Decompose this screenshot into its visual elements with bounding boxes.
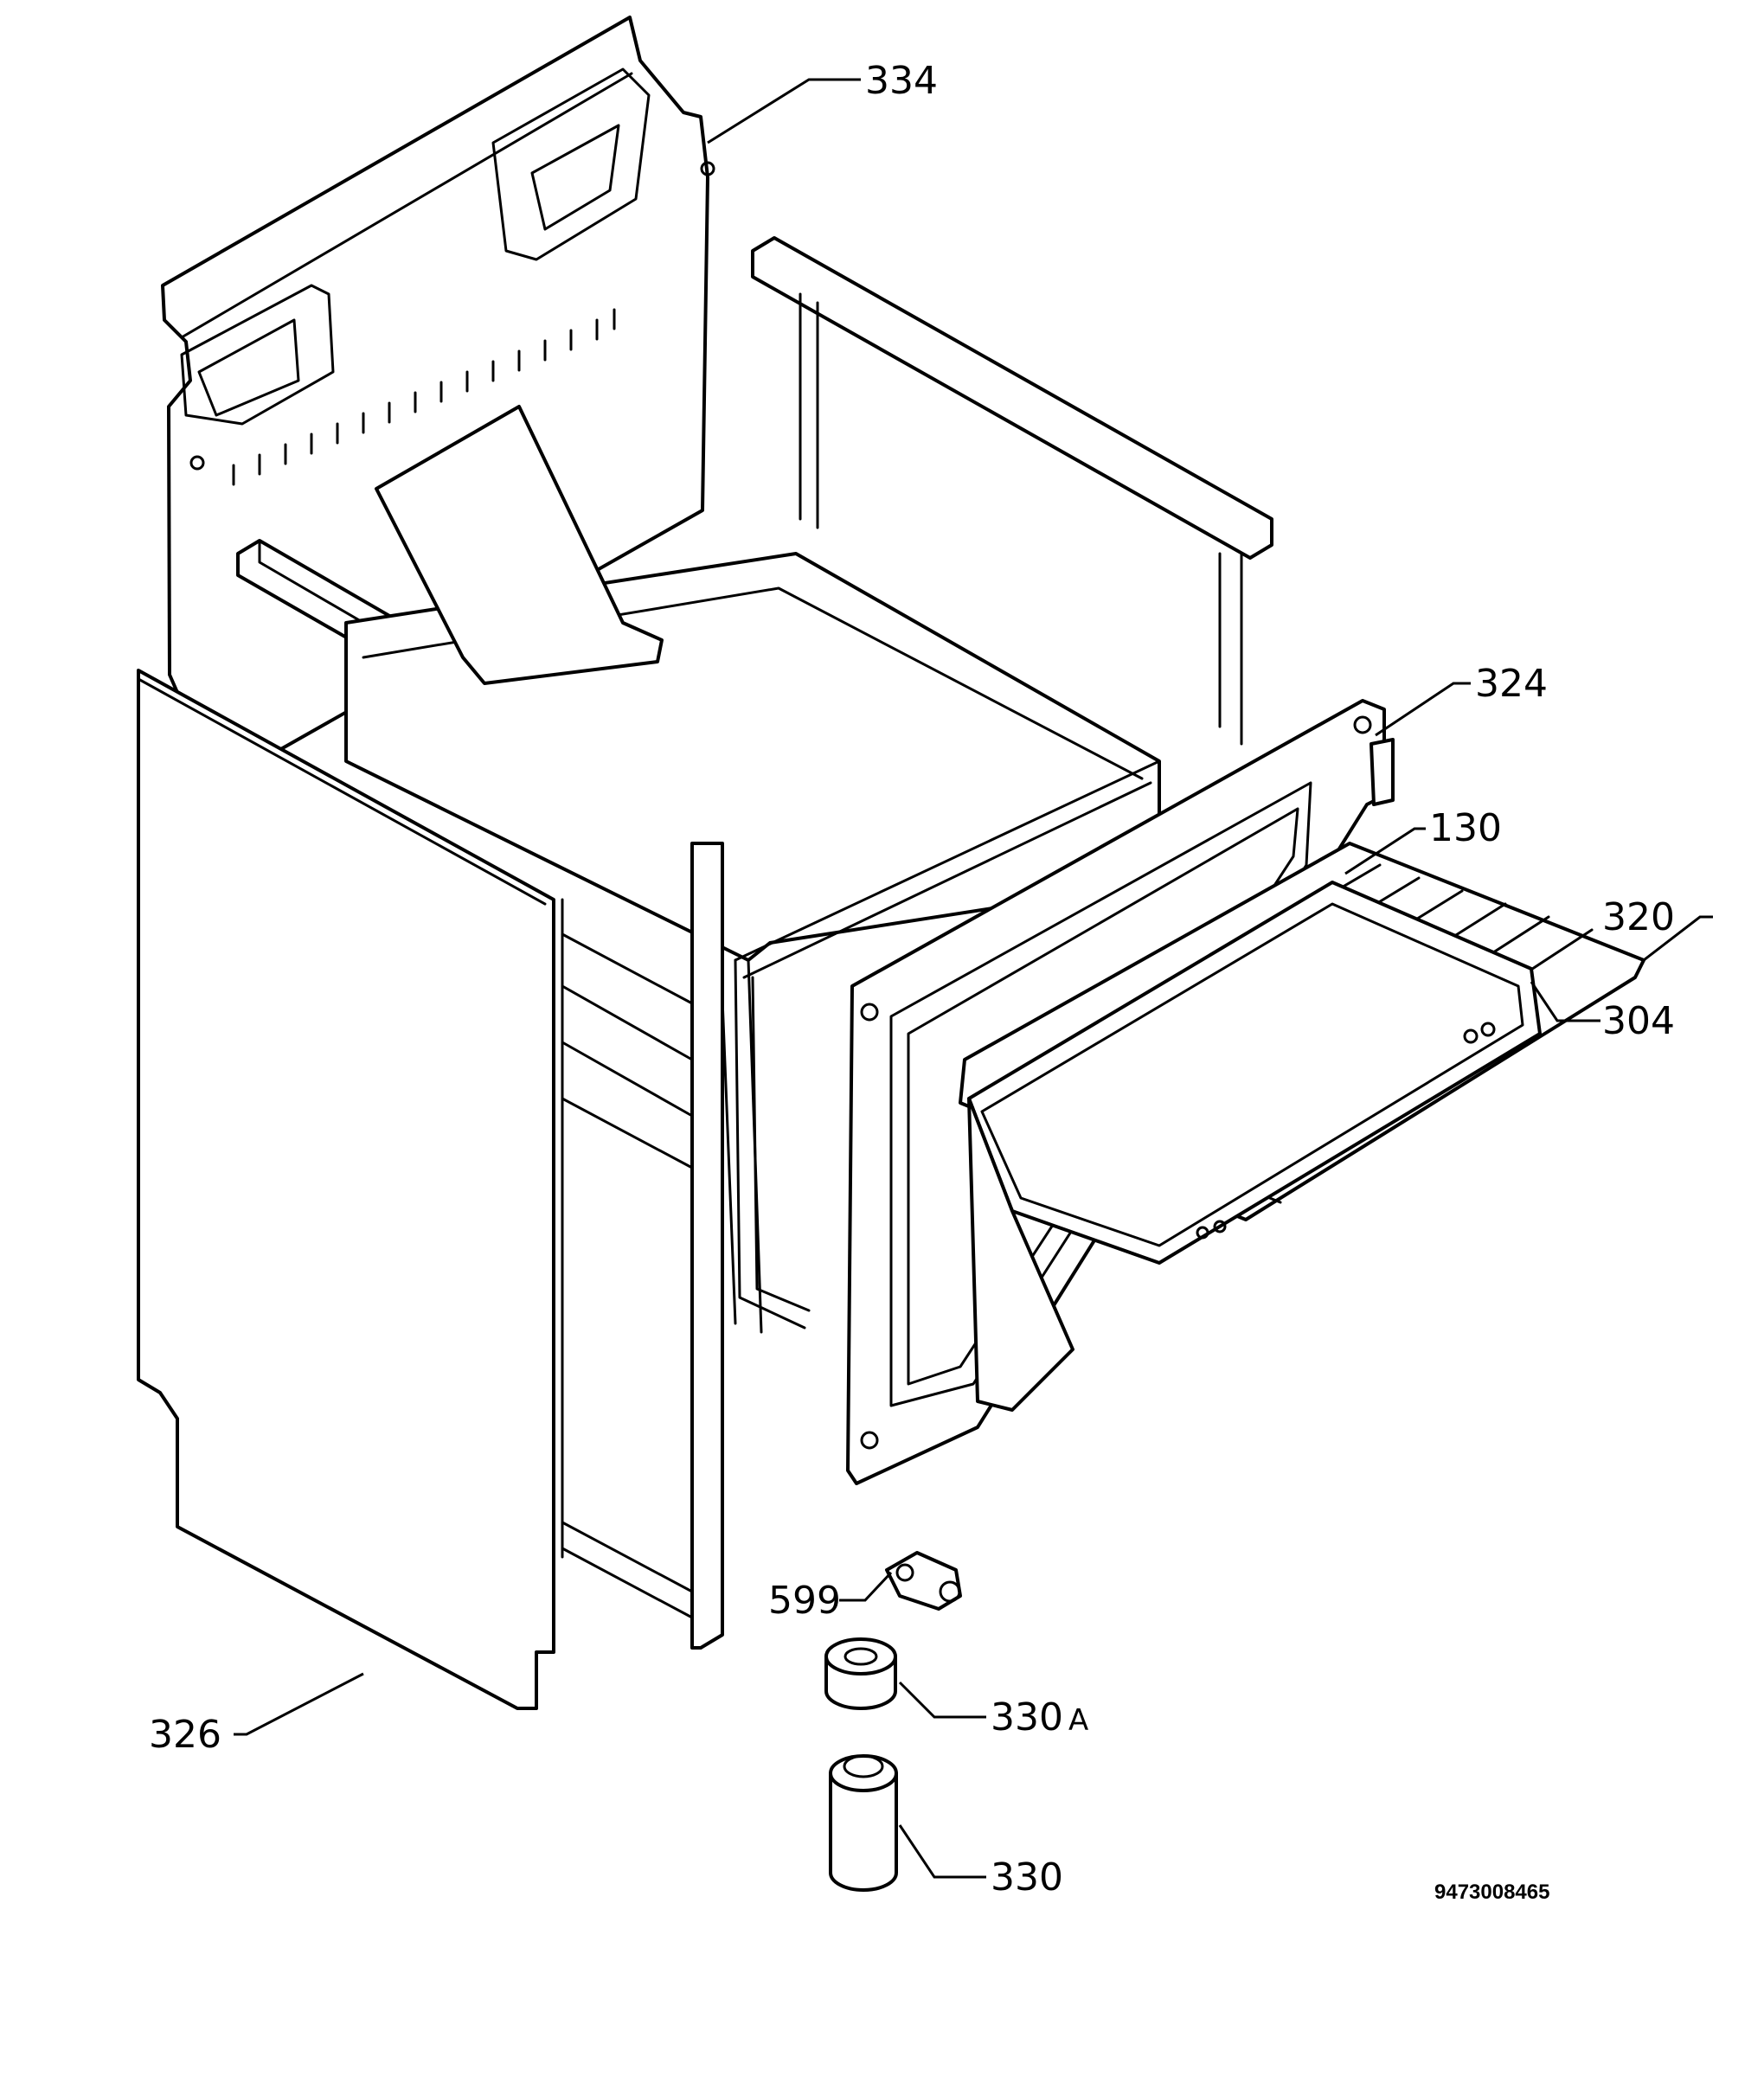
baking-tray-304: [967, 881, 1542, 1412]
callout-324: 324: [1475, 662, 1548, 706]
callout-599: 599: [768, 1579, 841, 1623]
callout-330a-number: 330: [991, 1695, 1063, 1740]
callout-334: 334: [865, 59, 938, 103]
callout-320: 320: [1602, 895, 1675, 939]
document-number: 9473008465: [1434, 1881, 1549, 1904]
leader-lines: [234, 78, 1713, 1879]
callout-330: 330: [991, 1855, 1063, 1900]
callout-326: 326: [149, 1713, 221, 1757]
baffle-plate: [375, 405, 664, 685]
front-frame: [561, 842, 724, 1650]
foot-330a: [824, 1637, 897, 1710]
callout-304: 304: [1602, 999, 1675, 1043]
elbow-connector-599: [885, 1551, 962, 1611]
callout-130: 130: [1429, 806, 1502, 850]
door-seal-130: [734, 759, 1161, 1330]
ventilation-slots: [232, 308, 616, 486]
callout-330a-suffix: A: [1068, 1703, 1088, 1738]
right-frame: [751, 236, 1273, 746]
foot-330: [829, 1754, 898, 1892]
side-panel-326: [137, 669, 555, 1710]
